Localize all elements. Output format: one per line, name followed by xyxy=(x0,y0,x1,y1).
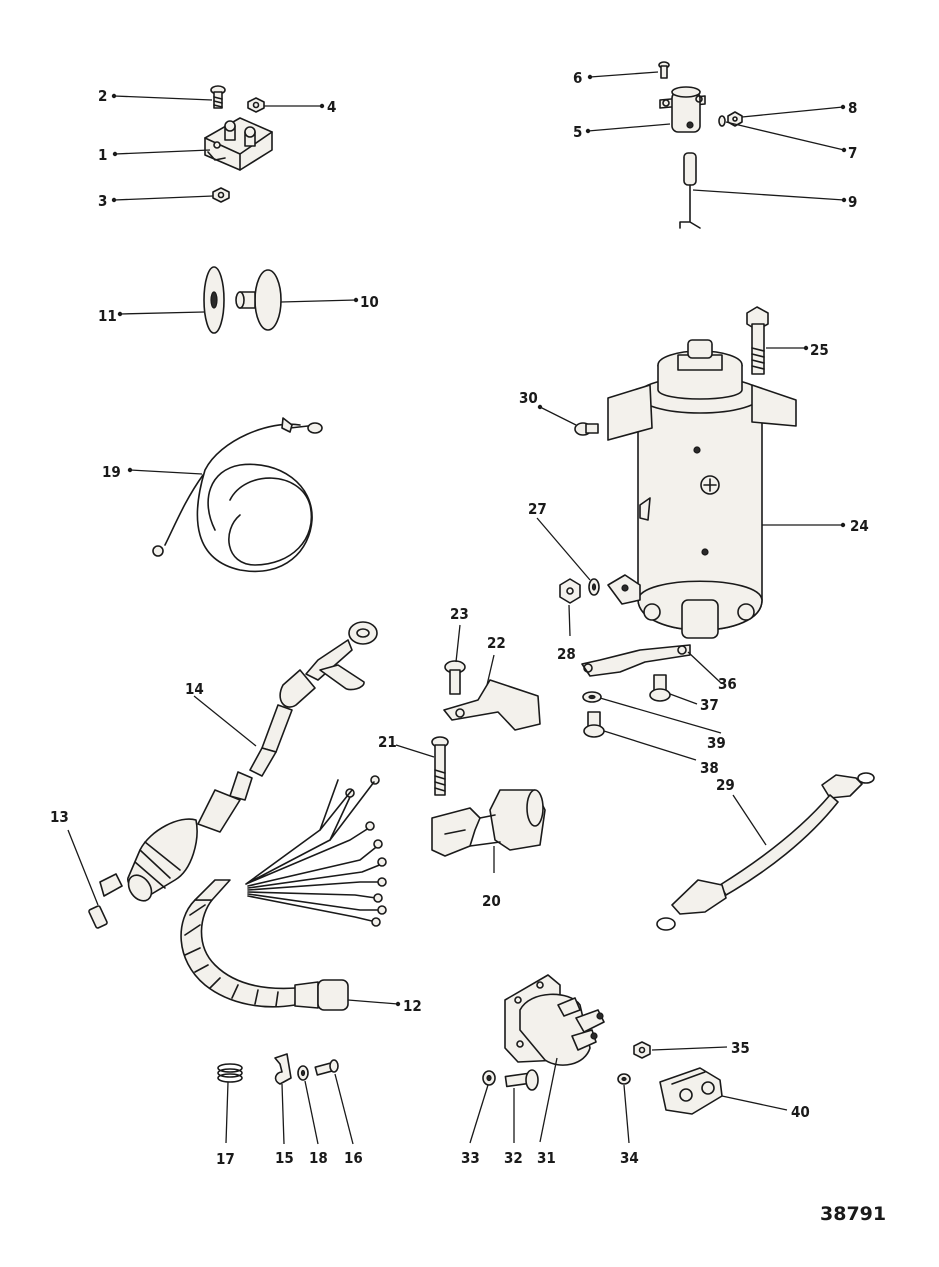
part-17-spring xyxy=(217,1063,243,1083)
part-16-screw xyxy=(314,1059,339,1076)
callout-20: 20 xyxy=(482,892,501,910)
callout-13: 13 xyxy=(50,808,69,826)
callout-11: 11 xyxy=(98,307,117,325)
callout-3: 3 xyxy=(98,192,107,210)
callout-10: 10 xyxy=(360,293,379,311)
callout-40: 40 xyxy=(791,1103,810,1121)
callout-28: 28 xyxy=(557,645,576,663)
leader-dots xyxy=(111,74,847,1007)
callout-19: 19 xyxy=(102,463,121,481)
part-28-nut xyxy=(559,578,581,604)
callout-22: 22 xyxy=(487,634,506,652)
part-30-screw xyxy=(574,422,599,436)
part-4-nut xyxy=(247,97,265,113)
leader-lines xyxy=(67,71,845,1145)
callout-18: 18 xyxy=(309,1149,328,1167)
callout-16: 16 xyxy=(344,1149,363,1167)
callout-32: 32 xyxy=(504,1149,523,1167)
part-34-washer xyxy=(617,1073,631,1085)
callout-7: 7 xyxy=(848,144,857,162)
part-29-battery-cable xyxy=(656,772,875,931)
callout-9: 9 xyxy=(848,193,857,211)
part-37-screw xyxy=(649,674,671,702)
part-19-wire-coil xyxy=(152,417,323,573)
part-7-washer xyxy=(718,115,726,127)
callout-31: 31 xyxy=(537,1149,556,1167)
callout-1: 1 xyxy=(98,146,107,164)
callout-24: 24 xyxy=(850,517,869,535)
callout-30: 30 xyxy=(519,389,538,407)
callout-29: 29 xyxy=(716,776,735,794)
part-5-small-solenoid xyxy=(659,86,706,133)
figure-number: 38791 xyxy=(820,1203,886,1225)
part-22-cover xyxy=(443,679,541,731)
part-36-strap xyxy=(581,644,691,677)
callout-5: 5 xyxy=(573,123,582,141)
callout-37: 37 xyxy=(700,696,719,714)
part-27-washer xyxy=(588,578,600,596)
part-40-boot xyxy=(659,1067,723,1115)
part-10-grommet xyxy=(235,269,282,331)
callout-2: 2 xyxy=(98,87,107,105)
part-14-harness-plug xyxy=(229,621,378,801)
callout-39: 39 xyxy=(707,734,726,752)
part-35-nut xyxy=(633,1041,651,1059)
part-32-screw xyxy=(504,1069,539,1091)
callout-17: 17 xyxy=(216,1150,235,1168)
part-39-washer xyxy=(582,691,602,703)
part-13-key xyxy=(88,873,123,929)
part-31-starter-solenoid xyxy=(504,974,605,1066)
callout-6: 6 xyxy=(573,69,582,87)
part-25-bolt xyxy=(746,306,769,375)
callout-labels: 1 2 3 4 5 6 7 8 9 10 11 12 13 14 15 16 1… xyxy=(50,69,886,1225)
callout-23: 23 xyxy=(450,605,469,623)
callout-21: 21 xyxy=(378,733,397,751)
callout-38: 38 xyxy=(700,759,719,777)
callout-34: 34 xyxy=(620,1149,639,1167)
callout-33: 33 xyxy=(461,1149,480,1167)
part-15-clip xyxy=(274,1053,292,1085)
callout-12: 12 xyxy=(403,997,422,1015)
part-1-solenoid-block xyxy=(204,117,273,171)
part-20-bracket xyxy=(431,789,546,857)
callout-8: 8 xyxy=(848,99,857,117)
part-12-wiring-harness xyxy=(180,775,387,1011)
callout-27: 27 xyxy=(528,500,547,518)
callout-14: 14 xyxy=(185,680,204,698)
callout-15: 15 xyxy=(275,1149,294,1167)
part-6-screw xyxy=(658,61,670,79)
part-18-washer xyxy=(297,1065,309,1081)
part-14-ignition-switch xyxy=(127,789,241,902)
callout-35: 35 xyxy=(731,1039,750,1057)
part-38-screw xyxy=(583,711,605,738)
part-3-nut xyxy=(212,187,230,203)
part-24-starter-motor xyxy=(607,339,797,639)
callout-4: 4 xyxy=(327,98,336,116)
part-23-screw xyxy=(444,660,466,695)
part-9-lead xyxy=(679,152,701,229)
part-21-screw xyxy=(431,736,449,796)
part-33-washer xyxy=(482,1070,496,1086)
part-11-washer xyxy=(203,266,225,334)
callout-25: 25 xyxy=(810,341,829,359)
callout-36: 36 xyxy=(718,675,737,693)
part-2-screw xyxy=(210,85,226,109)
